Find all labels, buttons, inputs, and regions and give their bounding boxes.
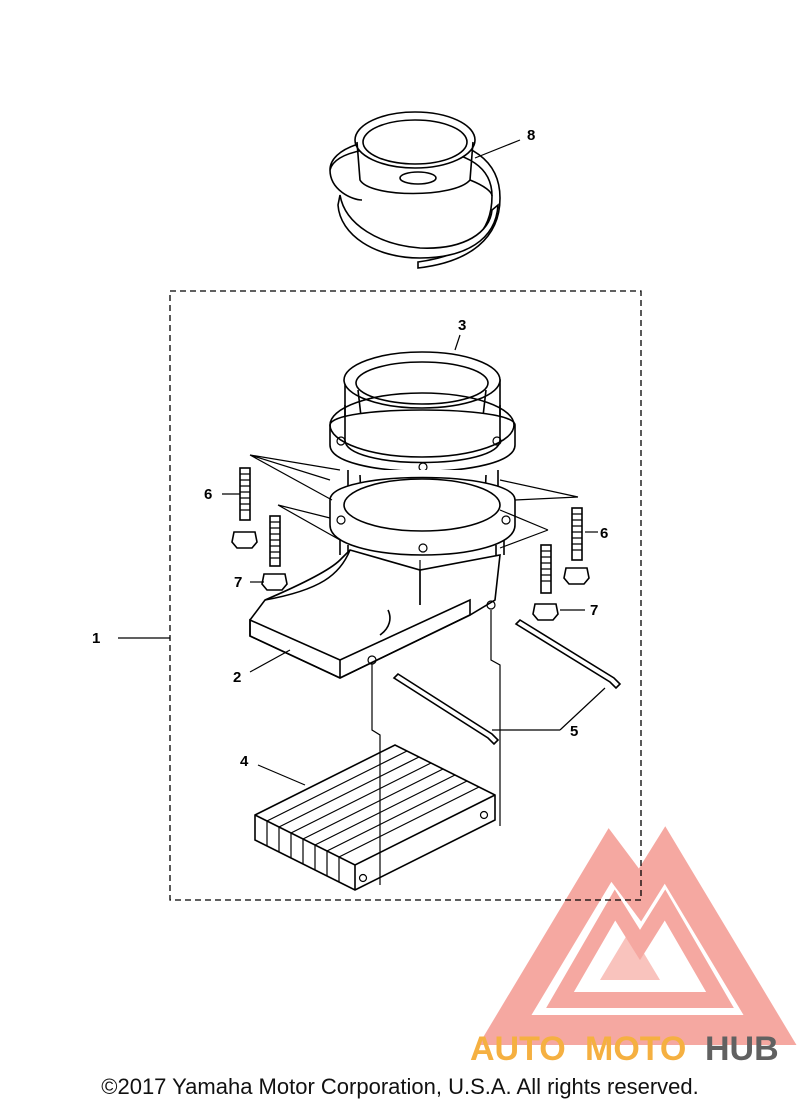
callout-5: 5 <box>570 723 578 740</box>
watermark-moto: MOTO <box>585 1030 686 1068</box>
callout-3: 3 <box>458 317 466 334</box>
callout-2: 2 <box>233 669 241 686</box>
part-6-studs <box>239 467 583 594</box>
callout-6-right: 6 <box>600 525 608 542</box>
part-8-spiral-liner <box>329 111 501 269</box>
assembly-boundary <box>169 290 642 901</box>
watermark-auto: AUTO <box>470 1030 566 1068</box>
callout-8: 8 <box>527 127 535 144</box>
callout-7-right: 7 <box>590 602 598 619</box>
part-3-duct <box>329 351 516 560</box>
watermark-text: AUTO MOTO HUB <box>470 1030 779 1068</box>
part-5-pins <box>392 618 622 746</box>
callout-4: 4 <box>240 753 249 770</box>
watermark-logo <box>478 826 797 1045</box>
part-4-grate <box>254 744 496 891</box>
callout-6-left: 6 <box>204 486 212 503</box>
watermark-hub: HUB <box>705 1030 779 1068</box>
copyright-notice: ©2017 Yamaha Motor Corporation, U.S.A. A… <box>101 1074 699 1099</box>
callout-1: 1 <box>92 630 100 647</box>
guide-lines <box>249 454 579 885</box>
callout-7-left: 7 <box>234 574 242 591</box>
part-2-base <box>249 549 501 679</box>
part-7-nuts <box>231 531 590 621</box>
leader-lines <box>118 139 606 786</box>
